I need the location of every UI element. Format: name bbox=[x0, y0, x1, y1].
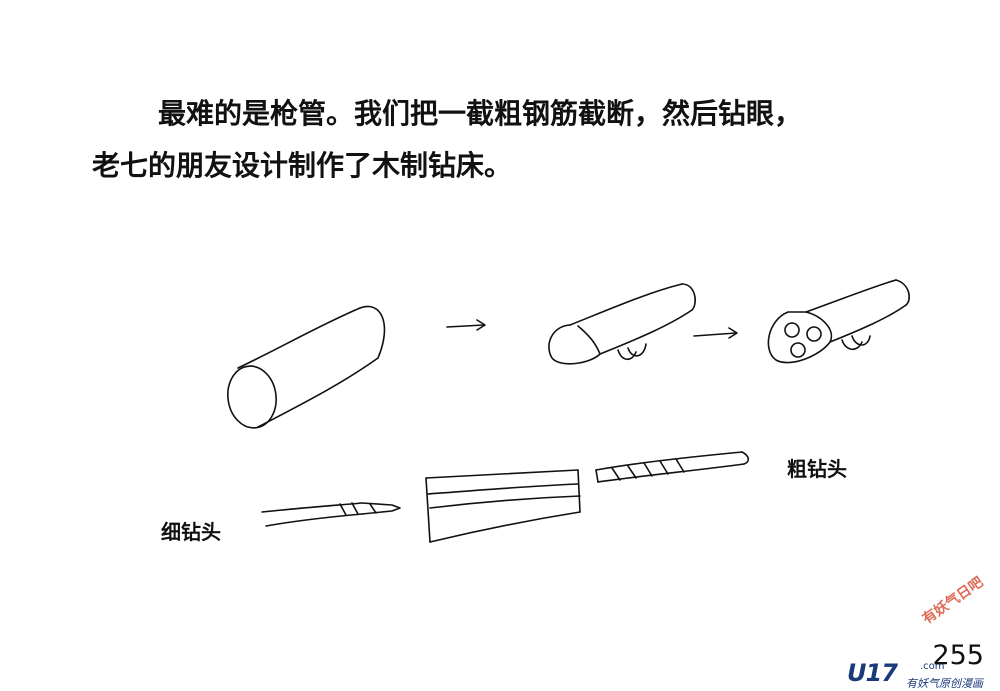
watermark-logo: U17 bbox=[847, 659, 898, 687]
clamped-bar-drawing bbox=[548, 283, 696, 365]
watermark-slogan: 有妖气原创漫画 bbox=[906, 677, 983, 690]
thin-drill-label: 细钻头 bbox=[161, 520, 221, 544]
caption-line-1: 最难的是枪管。我们把一截粗钢筋截断，然后钻眼， bbox=[158, 97, 803, 130]
caption-line-2: 老七的朋友设计制作了木制钻床。 bbox=[92, 149, 513, 182]
arrow-2 bbox=[693, 327, 738, 339]
wooden-block-drawing bbox=[425, 469, 581, 543]
drilled-bar-drawing bbox=[767, 279, 910, 364]
watermark-domain: .com bbox=[920, 661, 945, 672]
steel-bar-drawing bbox=[227, 305, 386, 429]
thick-drill-label: 粗钻头 bbox=[787, 457, 847, 481]
thick-drill-bit-drawing bbox=[595, 451, 750, 483]
page-number: 255 bbox=[932, 640, 984, 671]
arrow-1 bbox=[446, 319, 486, 331]
caption-text: 最难的是枪管。我们把一截粗钢筋截断，然后钻眼， 老七的朋友设计制作了木制钻床。 bbox=[92, 88, 952, 192]
thin-drill-bit-drawing bbox=[261, 502, 401, 527]
